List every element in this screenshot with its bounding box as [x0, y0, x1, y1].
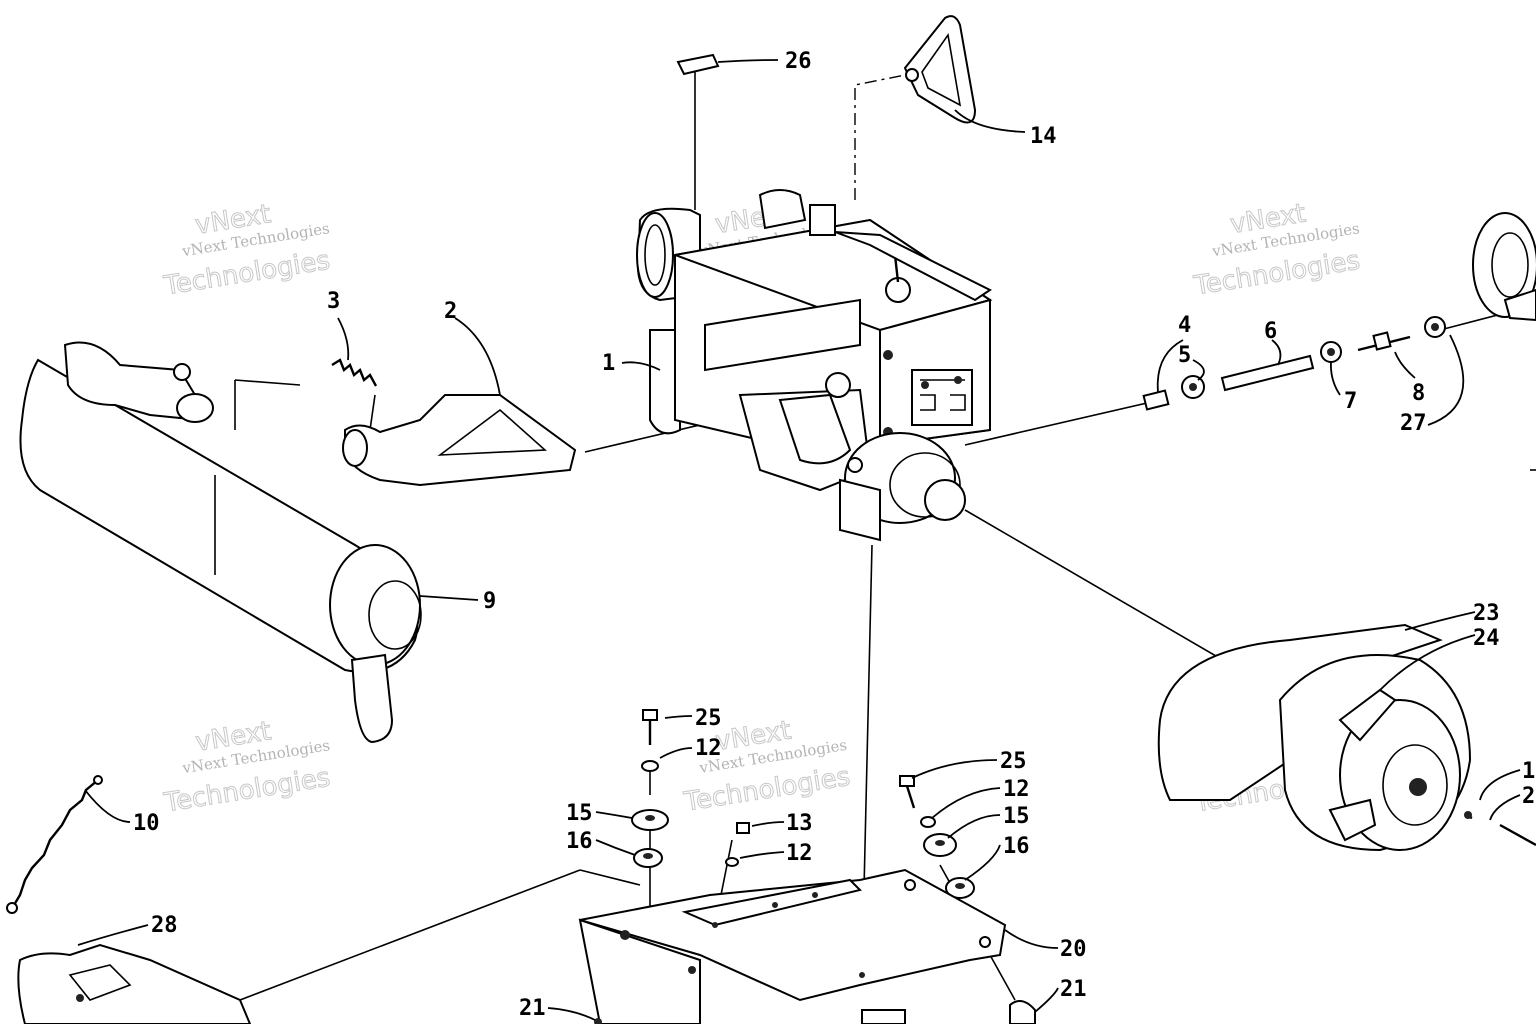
label-part-14: 14	[1030, 124, 1057, 149]
label-part-23: 23	[1473, 601, 1500, 626]
label-part-20: 20	[1060, 937, 1087, 962]
pulley-right-edge	[1472, 212, 1536, 322]
label-part-2: 2	[444, 299, 457, 324]
label-part-7: 7	[1344, 389, 1357, 414]
label-part-21-left: 21	[519, 996, 546, 1021]
label-part-27: 27	[1400, 411, 1427, 436]
label-part-15-right: 15	[1003, 804, 1030, 829]
nut-part-27	[1424, 316, 1446, 338]
cable-part-10	[6, 775, 103, 914]
bracket-plate-part-26	[676, 53, 720, 76]
muffler-part-9	[19, 341, 422, 744]
label-part-4: 4	[1178, 313, 1191, 338]
mount-hardware-left	[631, 709, 750, 868]
label-part-16-right: 16	[1003, 834, 1030, 859]
label-part-13: 13	[786, 811, 813, 836]
grommet-part-15-left	[631, 809, 669, 831]
assembly-lines	[234, 70, 1536, 1001]
label-part-8: 8	[1412, 381, 1425, 406]
clutch-part-23-24	[1157, 623, 1536, 852]
label-part-12-left: 12	[695, 736, 722, 761]
label-part-12-mid: 12	[786, 841, 813, 866]
watermark-bottom-left: vNext vNext Technologies Technologies	[161, 716, 333, 819]
label-part-25-right: 25	[1000, 749, 1027, 774]
spacer-tube-part-6	[1220, 354, 1315, 392]
label-part-2-edge: 2	[1522, 784, 1535, 809]
label-part-3: 3	[327, 289, 340, 314]
grommet-part-16-left	[633, 848, 663, 868]
label-part-10: 10	[133, 811, 160, 836]
label-part-26: 26	[785, 49, 812, 74]
nut-part-7	[1320, 341, 1342, 363]
watermark-top-right: vNext vNext Technologies Technologies	[1191, 198, 1363, 302]
bolt-part-25-left	[642, 709, 658, 745]
engine-part-1	[636, 189, 993, 542]
label-part-6: 6	[1264, 319, 1277, 344]
label-part-21-right: 21	[1060, 977, 1087, 1002]
nut-part-5	[1181, 375, 1205, 399]
bottom-bracket-edge	[861, 1009, 906, 1024]
mount-plate-part-20	[578, 868, 1007, 1024]
nut-part-21-left	[594, 1018, 602, 1024]
nut-part-21-right	[1009, 1000, 1036, 1024]
label-part-9: 9	[483, 589, 496, 614]
stud-part-8	[1357, 331, 1411, 352]
label-part-24: 24	[1473, 626, 1500, 651]
part-number-labels: 26 14 3 2 1 4 5 6 7 8 27 9 23 24 25 12 1…	[133, 49, 1535, 1021]
leader-lines	[77, 59, 1521, 1021]
nut-part-13	[736, 822, 750, 834]
washer-part-12-left	[641, 760, 659, 772]
washer-part-12-right	[920, 816, 936, 828]
label-part-5: 5	[1178, 343, 1191, 368]
washer-part-12-mid	[725, 857, 739, 867]
hardware-row	[1142, 316, 1446, 411]
watermark-top-left: vNext vNext Technologies Technologies	[161, 199, 333, 302]
grommet-part-15-right	[923, 833, 957, 857]
mounting-bracket-part-14	[903, 15, 977, 124]
exhaust-manifold-part-2	[342, 394, 577, 487]
spring-part-3	[331, 358, 378, 387]
label-part-12-right: 12	[1003, 777, 1030, 802]
grommet-part-16-right	[945, 877, 975, 899]
label-part-16-left: 16	[566, 829, 593, 854]
bolt-part-4	[1142, 389, 1170, 411]
label-part-28: 28	[151, 913, 178, 938]
label-part-15-left: 15	[566, 801, 593, 826]
label-part-1: 1	[602, 351, 615, 376]
label-part-25-left: 25	[695, 706, 722, 731]
mount-hardware-right	[899, 775, 1036, 1024]
label-part-1-edge: 1	[1522, 759, 1535, 784]
bracket-part-28	[17, 943, 252, 1024]
bolt-part-25-right	[899, 775, 916, 809]
